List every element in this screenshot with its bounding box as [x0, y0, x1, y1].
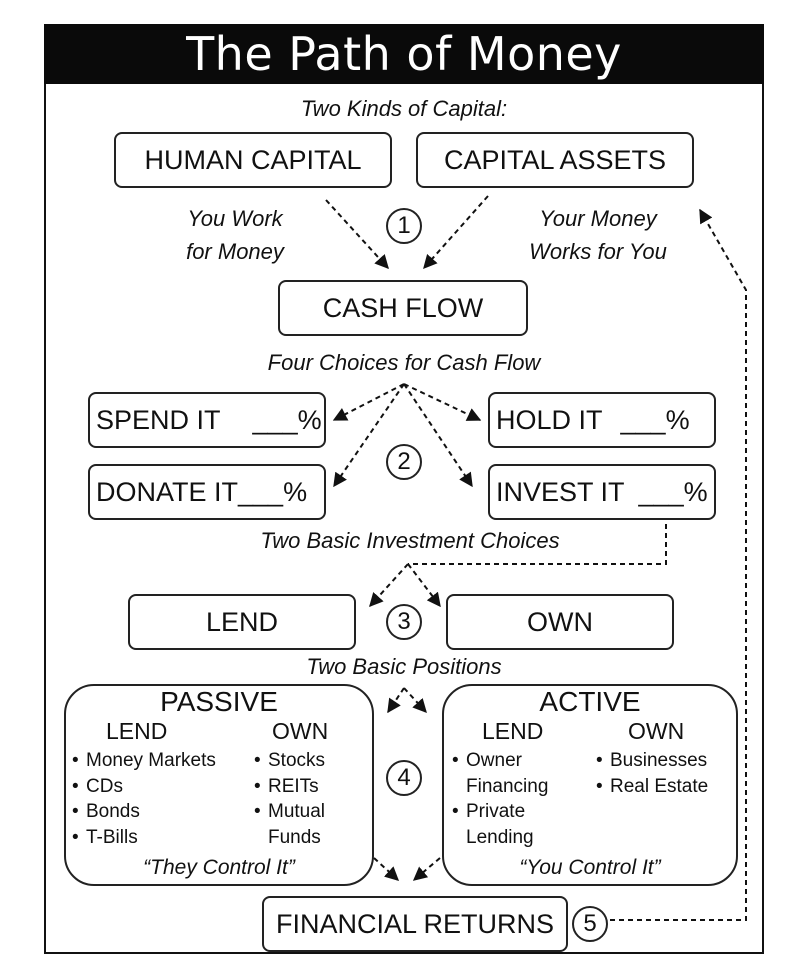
- active-lend-header: LEND: [482, 718, 544, 744]
- passive-caption: “They Control It”: [143, 856, 295, 879]
- step-4-circle: 4: [386, 760, 422, 796]
- passive-lend-list: •Money Markets •CDs •Bonds •T-Bills: [72, 748, 216, 850]
- arrow-active-to-returns: [412, 857, 441, 881]
- arrow-invest-path: [408, 524, 667, 565]
- arrow-passive-to-returns: [373, 857, 400, 881]
- arrow-human-to-cashflow: [325, 199, 389, 270]
- money-works-line-2: Works for You: [529, 239, 667, 264]
- active-own-header: OWN: [628, 718, 685, 744]
- cash-flow-choices-heading: Four Choices for Cash Flow: [267, 350, 541, 375]
- passive-lend-header: LEND: [106, 718, 168, 744]
- donate-it-label: DONATE IT: [96, 476, 239, 507]
- list-item: •CDs: [72, 775, 123, 797]
- own-box: OWN: [446, 594, 674, 650]
- donate-it-percent: ___%: [238, 476, 308, 507]
- step-5-circle: 5: [572, 906, 608, 942]
- money-works-line-1: Your Money: [539, 206, 657, 231]
- step-3-circle: 3: [386, 604, 422, 640]
- spend-it-label: SPEND IT: [96, 404, 221, 435]
- hold-it-box: HOLD IT ___%: [488, 392, 716, 448]
- human-capital-box: HUMAN CAPITAL: [114, 132, 392, 188]
- you-work-line-2: for Money: [186, 239, 284, 264]
- passive-own-list: •Stocks •REITs •Mutual Funds: [254, 748, 325, 850]
- lend-box: LEND: [128, 594, 356, 650]
- step-2-circle: 2: [386, 444, 422, 480]
- list-item: •Real Estate: [596, 775, 709, 797]
- money-works-label: Your Money Works for You: [508, 202, 688, 268]
- arrow-to-lend: [369, 563, 409, 608]
- you-work-label: You Work for Money: [160, 202, 310, 268]
- arrow-returns-to-assets: [610, 208, 747, 921]
- active-lend-list: •Owner Financing •Private Lending: [452, 748, 548, 850]
- arrow-to-invest: [403, 383, 473, 488]
- list-item: Lending: [466, 826, 534, 848]
- spend-it-percent: ___%: [252, 404, 322, 435]
- financial-returns-box: FINANCIAL RETURNS: [262, 896, 568, 952]
- list-item: Financing: [466, 775, 549, 797]
- list-item: •Money Markets: [72, 750, 216, 771]
- arrow-assets-to-cashflow: [423, 195, 489, 270]
- list-item: •T-Bills: [72, 826, 138, 848]
- you-work-line-1: You Work: [187, 206, 283, 231]
- arrow-to-spend: [332, 383, 405, 421]
- passive-panel: PASSIVE LEND OWN •Money Markets •CDs •Bo…: [64, 684, 374, 886]
- list-item: •REITs: [254, 775, 319, 797]
- list-item: •Bonds: [72, 801, 140, 822]
- list-item: •Owner: [452, 750, 522, 771]
- donate-it-box: DONATE IT ___%: [88, 464, 326, 520]
- hold-it-label: HOLD IT: [496, 404, 603, 435]
- active-panel: ACTIVE LEND OWN •Owner Financing •Privat…: [442, 684, 738, 886]
- capital-heading: Two Kinds of Capital:: [300, 96, 508, 121]
- passive-own-header: OWN: [272, 718, 329, 744]
- active-title: ACTIVE: [539, 686, 641, 717]
- spend-it-box: SPEND IT ___%: [88, 392, 326, 448]
- hold-it-percent: ___%: [620, 404, 690, 435]
- arrow-to-active: [403, 687, 427, 714]
- active-caption: “You Control It”: [519, 856, 661, 879]
- list-item: •Mutual: [254, 801, 326, 822]
- arrow-to-passive: [387, 687, 405, 714]
- step-1-circle: 1: [386, 208, 422, 244]
- capital-assets-box: CAPITAL ASSETS: [416, 132, 694, 188]
- arrow-to-own: [407, 563, 441, 608]
- list-item: •Private: [452, 801, 526, 822]
- arrow-to-donate: [333, 383, 405, 488]
- positions-heading: Two Basic Positions: [306, 654, 502, 679]
- invest-it-box: INVEST IT ___%: [488, 464, 716, 520]
- list-item: •Businesses: [596, 750, 708, 771]
- list-item: •Stocks: [254, 750, 326, 771]
- cash-flow-box: CASH FLOW: [278, 280, 528, 336]
- passive-title: PASSIVE: [160, 686, 278, 717]
- invest-it-percent: ___%: [638, 476, 708, 507]
- active-own-list: •Businesses •Real Estate: [596, 748, 708, 799]
- page-title: The Path of Money: [44, 24, 764, 84]
- invest-it-label: INVEST IT: [496, 476, 625, 507]
- investment-choices-heading: Two Basic Investment Choices: [260, 528, 560, 553]
- list-item: Funds: [268, 826, 321, 848]
